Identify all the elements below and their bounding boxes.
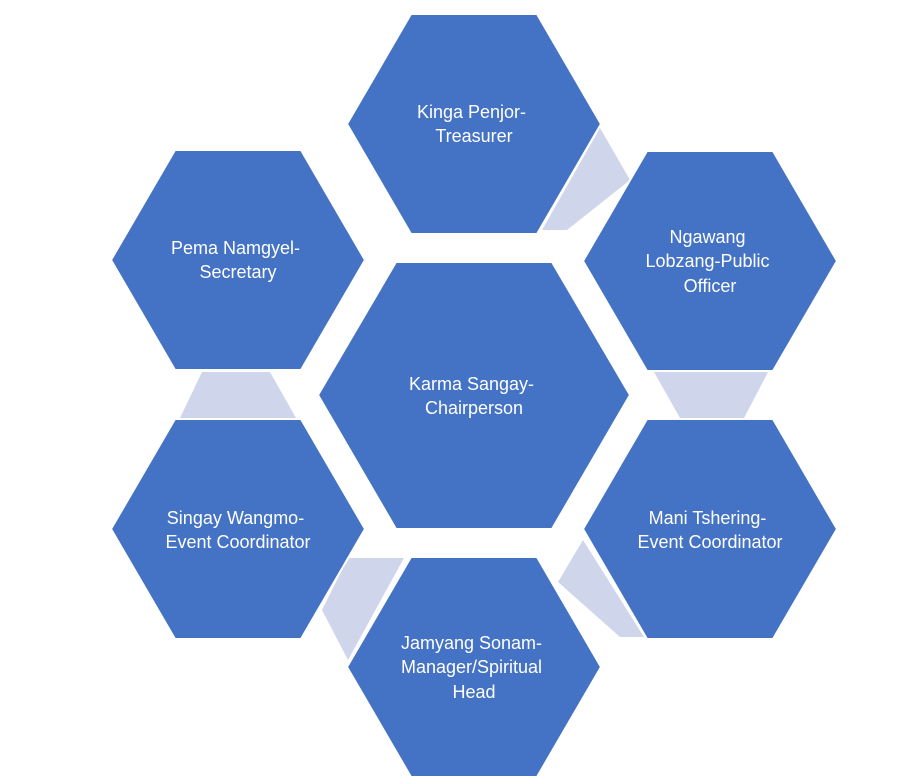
- hexagon-mani: [581, 418, 839, 640]
- pema-label-line: Secretary: [199, 262, 276, 282]
- singay-label-line: Singay Wangmo-: [167, 508, 304, 528]
- hexagon-singay: [109, 418, 367, 640]
- jamyang-label-line: Head: [452, 682, 495, 702]
- connector-singay-pema: [180, 372, 296, 418]
- connectors: [180, 128, 768, 660]
- center-label: Karma Sangay- Chairperson: [409, 374, 539, 418]
- jamyang-label-line: Manager/Spiritual: [401, 657, 542, 677]
- center-label-line: Karma Sangay-: [409, 374, 534, 394]
- connector-kinga-ngawang: [542, 128, 630, 230]
- jamyang-label-line: Jamyang Sonam-: [401, 633, 542, 653]
- mani-label: Mani Tshering- Event Coordinator: [637, 508, 782, 552]
- ngawang-label-line: Officer: [684, 276, 737, 296]
- singay-label: Singay Wangmo- Event Coordinator: [165, 508, 310, 552]
- hexagon-center: [316, 261, 632, 530]
- pema-label: Pema Namgyel- Secretary: [171, 238, 305, 282]
- mani-label-line: Mani Tshering-: [649, 508, 767, 528]
- mani-label-line: Event Coordinator: [637, 532, 782, 552]
- hexagon-pema: [109, 149, 367, 371]
- hexagon-ngawang: [581, 150, 839, 372]
- hexagons: [109, 13, 839, 778]
- kinga-label-line: Treasurer: [435, 126, 512, 146]
- kinga-label-line: Kinga Penjor-: [417, 102, 526, 122]
- jamyang-label: Jamyang Sonam- Manager/Spiritual Head: [401, 633, 547, 702]
- ngawang-label-line: Ngawang: [669, 227, 745, 247]
- center-label-line: Chairperson: [425, 398, 523, 418]
- connector-jamyang-singay: [322, 558, 404, 660]
- connector-ngawang-mani: [654, 372, 768, 418]
- hexagon-kinga: [345, 13, 603, 235]
- hexagon-jamyang: [345, 556, 603, 778]
- ngawang-label-line: Lobzang-Public: [645, 251, 769, 271]
- pema-label-line: Pema Namgyel-: [171, 238, 300, 258]
- kinga-label: Kinga Penjor- Treasurer: [417, 102, 531, 146]
- connector-mani-jamyang: [558, 540, 644, 637]
- singay-label-line: Event Coordinator: [165, 532, 310, 552]
- ngawang-label: Ngawang Lobzang-Public Officer: [645, 227, 774, 296]
